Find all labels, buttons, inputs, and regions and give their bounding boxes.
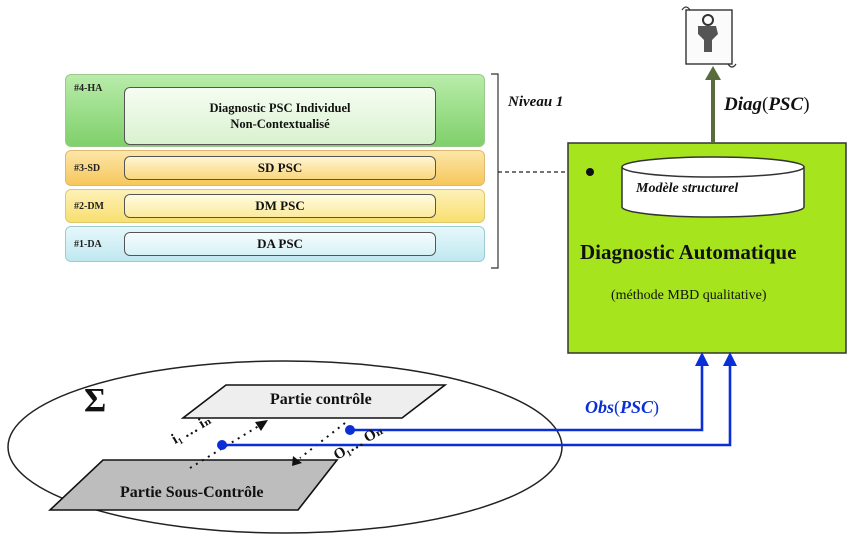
diag-output-text: Diag	[724, 94, 762, 115]
layer-dm: #2-DM DM PSC	[65, 189, 485, 223]
layer-sd-tag: #3-SD	[74, 163, 101, 174]
system-ellipse	[7, 360, 563, 534]
obs-label: Obs(PSC)	[585, 397, 659, 418]
sigma-symbol: Σ	[84, 382, 107, 419]
layer-da: #1-DA DA PSC	[65, 226, 485, 262]
layer-ha: #4-HA Diagnostic PSC Individuel Non-Cont…	[65, 74, 485, 147]
layer-dm-tag: #2-DM	[74, 201, 104, 212]
cylinder-top	[621, 156, 805, 178]
diag-box-title: Diagnostic Automatique	[580, 240, 797, 264]
control-plane	[180, 384, 448, 419]
layer-da-label: DA PSC	[257, 236, 303, 251]
diag-box-dot	[586, 168, 594, 176]
layer-ha-label-line2: Non-Contextualisé	[230, 117, 330, 131]
undercontrol-label: Partie Sous-Contrôle	[120, 484, 264, 501]
diag-output-arg: PSC	[768, 94, 804, 115]
cylinder-body	[621, 167, 805, 218]
layer-da-box: DA PSC	[124, 232, 436, 256]
layer-ha-label-line1: Diagnostic PSC Individuel	[209, 101, 351, 115]
layer-sd-box: SD PSC	[124, 156, 436, 180]
layer-sd-label: SD PSC	[257, 160, 303, 175]
diag-box-subtitle: (méthode MBD qualitative)	[611, 288, 767, 303]
obs-arg: PSC	[620, 397, 654, 417]
niveau-bracket	[491, 73, 499, 269]
obs-dot-outputs	[345, 425, 355, 435]
obs-lines	[222, 362, 732, 447]
layer-dm-box: DM PSC	[124, 194, 436, 218]
obs-paren: (	[614, 397, 621, 417]
output-arrow	[299, 422, 346, 459]
layer-dm-label: DM PSC	[255, 198, 305, 213]
control-label: Partie contrôle	[270, 391, 372, 408]
diag-output-close: )	[803, 94, 810, 115]
obs-text: Obs	[585, 397, 615, 417]
diag-output-label: Diag(PSC)	[724, 94, 810, 116]
diag-output-paren: (	[762, 94, 769, 115]
obs-dot-inputs	[217, 440, 227, 450]
layer-sd: #3-SD SD PSC	[65, 150, 485, 186]
cylinder-label: Modèle structurel	[636, 181, 739, 196]
niveau-label: Niveau 1	[508, 94, 564, 110]
layer-da-tag: #1-DA	[74, 239, 102, 250]
obs-close: )	[653, 397, 660, 417]
layer-ha-box: Diagnostic PSC Individuel Non-Contextual…	[124, 87, 436, 145]
layer-ha-tag: #4-HA	[74, 83, 103, 94]
scroll-wrench-icon	[681, 6, 737, 68]
undercontrol-plane	[47, 459, 339, 511]
